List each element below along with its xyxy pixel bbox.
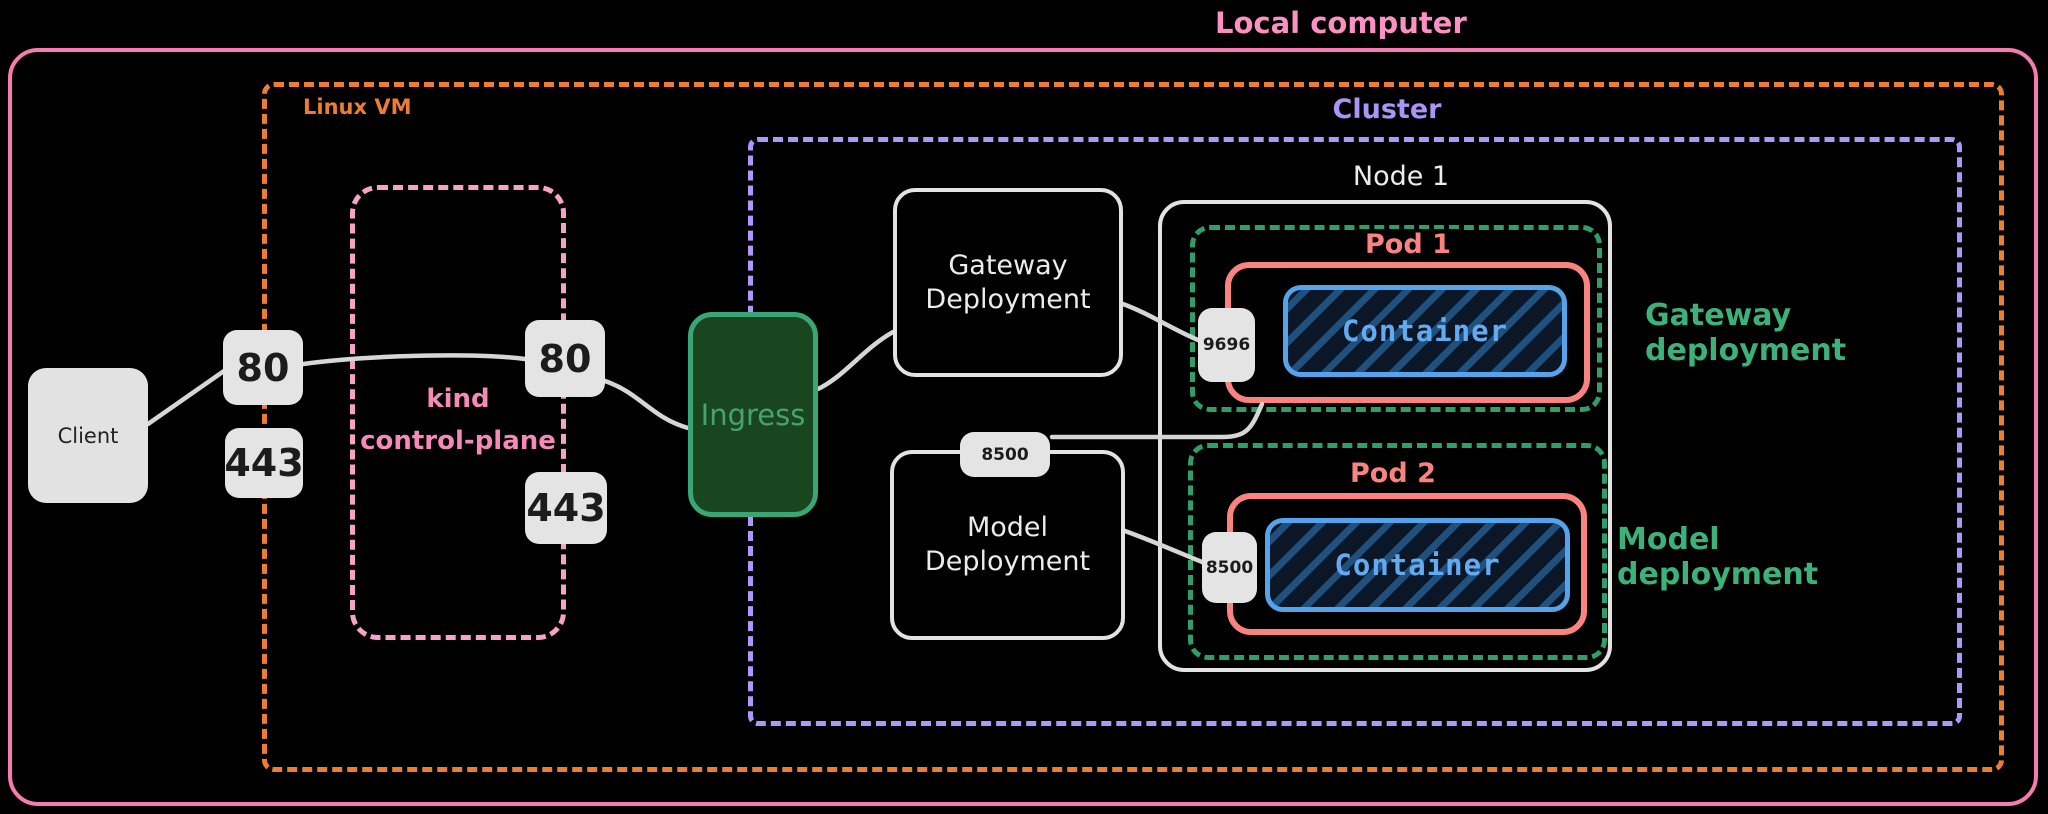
pod2-container-label: Container — [1334, 548, 1501, 582]
model-deployment-box: Model Deployment — [890, 450, 1125, 640]
port-9696-label: 9696 — [1202, 335, 1251, 355]
ingress-box: Ingress — [688, 312, 818, 517]
client-label: Client — [57, 423, 119, 448]
port-chip-host-443: 443 — [224, 428, 304, 498]
client-box: Client — [28, 368, 148, 503]
kind-control-plane-boundary — [350, 185, 566, 640]
pod2-container-box: Container — [1265, 518, 1570, 612]
gateway-deployment-box: Gateway Deployment — [893, 188, 1123, 377]
port-kind-443-label: 443 — [526, 486, 606, 530]
local-computer-boundary — [8, 48, 2038, 806]
port-chip-kind-443: 443 — [525, 472, 607, 544]
port-host-443-label: 443 — [224, 441, 304, 485]
kind-label-line1: kind — [426, 384, 490, 414]
model-deployment-annotation: Model deployment — [1617, 522, 1819, 592]
port-chip-9696: 9696 — [1198, 308, 1255, 382]
pod1-container-box: Container — [1283, 285, 1567, 377]
ingress-label: Ingress — [700, 397, 806, 432]
node1-label: Node 1 — [1352, 161, 1450, 192]
model-deployment-label-line1: Model — [966, 512, 1049, 543]
port-kind-80-label: 80 — [538, 336, 592, 381]
gateway-deployment-label-line2: Deployment — [925, 283, 1091, 315]
port-8500-top-label: 8500 — [981, 444, 1029, 465]
model-deployment-label-line2: Deployment — [924, 546, 1091, 577]
gateway-deployment-annotation: Gateway deployment — [1645, 298, 1847, 368]
port-chip-kind-80: 80 — [525, 320, 605, 397]
diagram-title: Local computer — [1215, 6, 1467, 40]
port-chip-8500-side: 8500 — [1202, 532, 1257, 603]
linux-vm-label: Linux VM — [303, 95, 412, 119]
port-chip-host-80: 80 — [223, 330, 303, 405]
port-chip-8500-top: 8500 — [960, 432, 1050, 477]
port-host-80-label: 80 — [236, 345, 290, 390]
kind-label-line2: control-plane — [360, 426, 556, 456]
gateway-deployment-label-line1: Gateway — [948, 249, 1068, 281]
linux-vm-boundary — [262, 82, 2004, 772]
kind-control-plane-label: kind control-plane — [352, 378, 564, 462]
cluster-label: Cluster — [1332, 94, 1442, 125]
pod1-label: Pod 1 — [1355, 229, 1461, 260]
pod2-label: Pod 2 — [1340, 458, 1446, 489]
port-8500-side-label: 8500 — [1205, 557, 1254, 578]
pod1-container-label: Container — [1341, 314, 1509, 348]
